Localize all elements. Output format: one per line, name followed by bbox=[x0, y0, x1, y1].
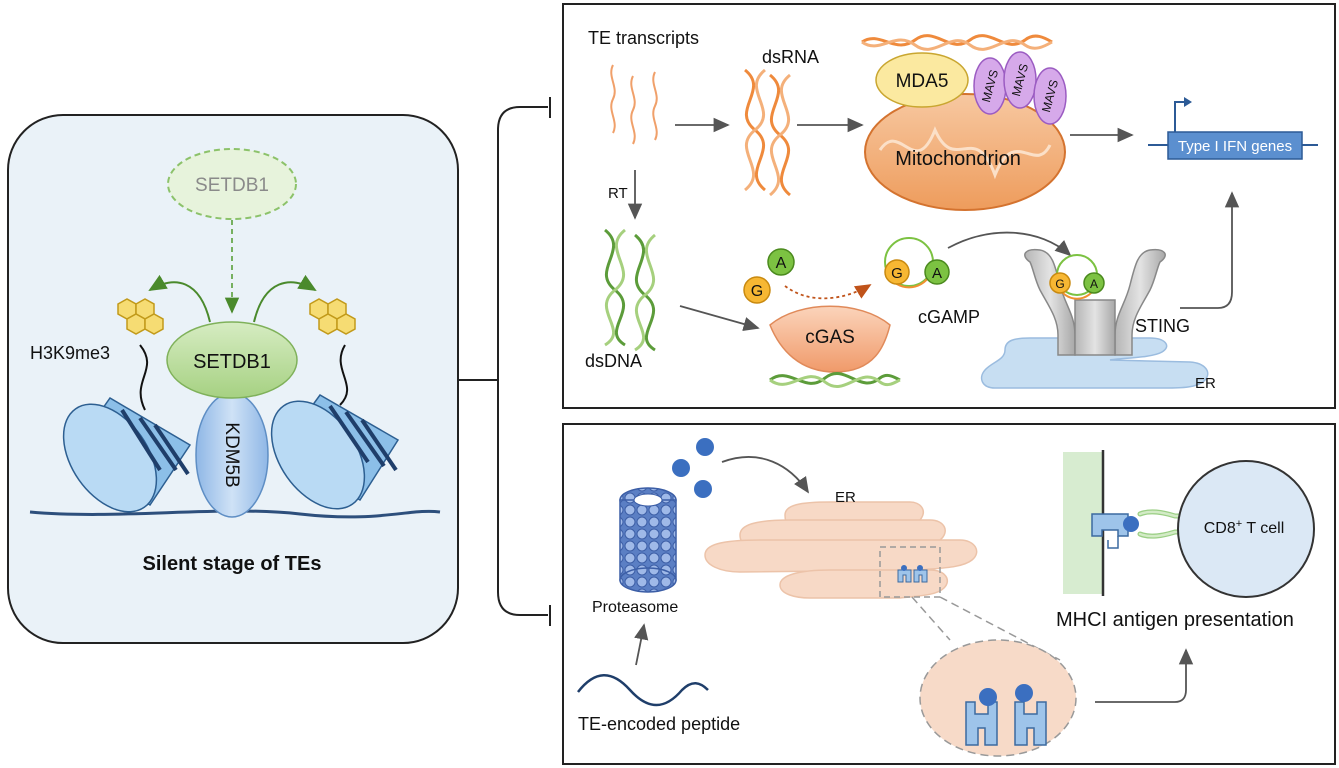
proteasome-label: Proteasome bbox=[592, 599, 678, 616]
mitochondrion-cristae bbox=[878, 126, 1052, 180]
mhc-presentation-label: MHCI antigen presentation bbox=[1056, 609, 1294, 631]
mda5-protein bbox=[875, 52, 969, 108]
histone-tail-left bbox=[139, 344, 149, 411]
peptide-on-mhc-1 bbox=[979, 688, 997, 706]
cgas-bound-dna-strand bbox=[769, 375, 901, 389]
sting-protein: G A bbox=[1024, 248, 1166, 356]
er-top bbox=[980, 337, 1209, 389]
cgas-protein bbox=[769, 305, 891, 373]
cgamp-label: cGAMP bbox=[918, 307, 980, 327]
setdb1-label: SETDB1 bbox=[193, 351, 271, 373]
te-transcripts-strands bbox=[610, 64, 658, 145]
zoom-box bbox=[879, 546, 941, 598]
cgamp-g-label: G bbox=[891, 265, 903, 282]
dsdna-label: dsDNA bbox=[585, 351, 642, 371]
mhc-tcr-complex bbox=[1091, 509, 1183, 549]
inhibition-bracket bbox=[458, 97, 551, 626]
arrow-peptide-to-proteasome bbox=[634, 623, 649, 666]
te-transcripts-label: TE transcripts bbox=[588, 28, 699, 48]
tss-arrow bbox=[1174, 101, 1185, 132]
sting-label: STING bbox=[1135, 316, 1190, 336]
zoom-circle bbox=[919, 639, 1077, 757]
atp-circle bbox=[767, 248, 795, 276]
mitochondrion-label: Mitochondrion bbox=[895, 148, 1021, 170]
h3k9me3-label: H3K9me3 bbox=[30, 343, 110, 363]
type1-ifn-gene: Type I IFN genes bbox=[1148, 97, 1318, 160]
peptide-dot-2 bbox=[672, 459, 690, 477]
arrow-cgamp-to-sting bbox=[947, 231, 1072, 257]
mavs-group: MAVS MAVS MAVS bbox=[973, 51, 1067, 125]
methylation-arrow-left bbox=[148, 274, 211, 323]
ifn-gene-box bbox=[1167, 131, 1303, 160]
methylation-arrow-right bbox=[253, 274, 317, 323]
setdb1-faded-label: SETDB1 bbox=[195, 175, 269, 196]
atp-label: A bbox=[776, 255, 787, 272]
dsrna-helices bbox=[743, 68, 792, 197]
arrow-dsdna-to-cgas bbox=[679, 305, 760, 332]
bottom-panel: Proteasome TE-encoded peptide ER bbox=[562, 423, 1336, 765]
cd8-t-cell bbox=[1177, 460, 1315, 598]
er-bottom bbox=[704, 501, 978, 599]
cd8-t-cell-label: CD8+ T cell bbox=[1204, 518, 1285, 537]
cgas-label: cGAS bbox=[805, 327, 855, 348]
arrow-sting-to-ifn bbox=[1180, 191, 1240, 309]
rt-label: RT bbox=[608, 185, 628, 202]
peptide-on-mhc-2 bbox=[1015, 684, 1033, 702]
mitochondrion bbox=[864, 93, 1066, 211]
dna-baseline bbox=[29, 509, 441, 519]
cgas-bound-dna bbox=[769, 371, 901, 385]
te-peptide-wave bbox=[577, 674, 709, 707]
arrow-peptide-to-er bbox=[721, 456, 809, 494]
cgamp-a-label: A bbox=[932, 265, 942, 282]
er-top-label: ER bbox=[1195, 375, 1216, 392]
histone-tail-right bbox=[339, 344, 349, 406]
left-panel: SETDB1 KDM5B SETDB1 bbox=[7, 114, 459, 644]
te-peptide-label: TE-encoded peptide bbox=[578, 714, 740, 734]
ifn-gene-label: Type I IFN genes bbox=[1178, 138, 1292, 155]
h3k9me3-mark-right bbox=[309, 298, 356, 335]
cd8-superscript: + bbox=[1236, 518, 1242, 530]
dsdna-helices bbox=[603, 228, 657, 352]
dsrna-bound-strand bbox=[861, 38, 1053, 51]
nucleosome-left bbox=[62, 397, 192, 513]
mhc-large bbox=[965, 701, 1047, 746]
h3k9me3-mark-left bbox=[117, 298, 164, 335]
setdb1-faded-bubble bbox=[167, 148, 297, 220]
dsrna-label: dsRNA bbox=[762, 47, 819, 67]
proteasome bbox=[619, 487, 677, 593]
gtp-circle bbox=[743, 276, 771, 304]
er-bottom-label: ER bbox=[835, 489, 856, 506]
nucleosome-right bbox=[270, 394, 400, 510]
dsrna-bound bbox=[861, 34, 1053, 47]
cd8-prefix: CD8 bbox=[1204, 520, 1236, 537]
zoom-line-right bbox=[939, 596, 1061, 661]
zoom-line-left bbox=[911, 596, 951, 641]
top-panel: TE transcripts dsRNA Mitochondrion MDA5 bbox=[562, 3, 1336, 409]
gtp-label: G bbox=[751, 283, 763, 300]
left-panel-caption: Silent stage of TEs bbox=[143, 553, 322, 575]
arrow-to-antigen-presentation bbox=[1095, 648, 1194, 703]
cd8-suffix: T cell bbox=[1242, 520, 1284, 537]
peptide-dot-1 bbox=[696, 438, 714, 456]
mda5-label: MDA5 bbox=[896, 71, 949, 92]
mhc-small bbox=[897, 565, 928, 583]
cgamp-molecule: G A bbox=[884, 237, 950, 289]
sting-a-label: A bbox=[1090, 277, 1098, 291]
kdm5b-label: KDM5B bbox=[221, 422, 242, 487]
sting-g-label: G bbox=[1055, 277, 1064, 291]
peptide-dot-3 bbox=[694, 480, 712, 498]
setdb1-protein bbox=[166, 321, 298, 399]
